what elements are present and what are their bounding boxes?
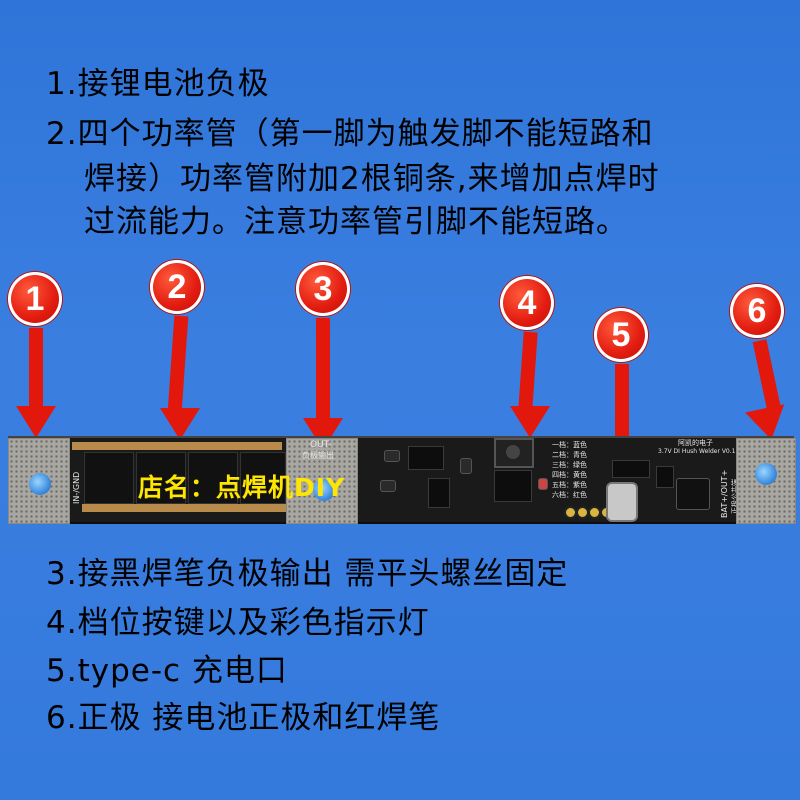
gear-button[interactable] [494,438,534,468]
arrow-2-head [160,408,200,440]
shop-name: 店名：点焊机DIY [138,473,346,502]
arrow-4-shaft [518,331,538,411]
mosfet-2 [136,452,186,504]
gear-label: 二档：青色 [552,451,587,459]
note-6: 6.正极 接电池正极和红焊笔 [46,700,441,736]
gear-label: 四档：黄色 [552,471,587,479]
mount-hole-right [755,463,777,485]
gear-label: 三档：绿色 [552,461,587,469]
pad-positive [736,438,796,524]
note-2: 2.四个功率管（第一脚为触发脚不能短路和 [46,116,654,152]
label-out: OUT- [310,440,332,450]
power-inductor [676,478,710,510]
ic-chip-2 [428,478,450,508]
capacitor-1 [384,450,400,462]
capacitor-2 [380,480,396,492]
note-4: 4.档位按键以及彩色指示灯 [46,605,430,641]
mcu-chip [494,470,532,502]
mosfet-3 [188,452,238,504]
regulator-chip [656,466,674,488]
arrow-1-head [16,406,56,438]
arrow-2-shaft [167,315,189,413]
usb-c-port[interactable] [606,482,638,522]
mount-hole-out [313,479,335,501]
copper-strip-top [72,442,282,450]
arrow-4-head [510,406,550,438]
gear-label: 一档：蓝色 [552,441,587,449]
mount-hole-left [29,473,51,495]
capacitor-3 [460,458,472,474]
marker-2: 2 [150,260,204,314]
note-1: 1.接锂电池负极 [46,66,270,102]
mosfet-1 [84,452,134,504]
version-text: 3.7V DI Hush Welder V0.1 [658,448,736,455]
marker-1: 1 [8,272,62,326]
gear-label: 五档：紫色 [552,481,587,489]
ic-chip-1 [408,446,444,470]
note-2-cont-1: 焊接）功率管附加2根铜条,来增加点焊时 [84,161,660,197]
gear-button-cap [506,445,520,459]
pcb-board: IN-/GND OUT- 负极输出 店名：点焊机DIY 一档：蓝色 二 [8,436,796,524]
marker-4: 4 [500,276,554,330]
label-out-sub: 负极输出 [302,451,334,460]
marker-3: 3 [296,262,350,316]
note-3: 3.接黑焊笔负极输出 需平头螺丝固定 [46,556,569,592]
brand-text: 阿凯的电子 [678,439,713,447]
note-2-cont-2: 过流能力。注意功率管引脚不能短路。 [84,204,628,240]
pad-negative-in [8,438,70,524]
arrow-1-shaft [29,328,43,410]
copper-strip-bottom [82,504,292,512]
marker-5: 5 [594,308,648,362]
indicator-led [538,478,548,490]
pad-out-negative [286,438,358,524]
gear-label: 六档：红色 [552,491,587,499]
label-in-gnd: IN-/GND [72,471,81,504]
marker-6: 6 [730,284,784,338]
arrow-3-shaft [316,318,330,422]
charge-chip [612,460,650,478]
arrow-6-shaft [752,339,782,413]
label-bat: BAT+/OUT+ [720,469,729,518]
mosfet-4 [240,452,286,504]
gear-label-list: 一档：蓝色 二档：青色 三档：绿色 四档：黄色 五档：紫色 六档：红色 [552,440,587,500]
note-5: 5.type-c 充电口 [46,653,288,689]
arrow-5-shaft [615,364,629,440]
board-area: 1 2 3 4 5 6 IN-/GND OUT- [0,250,800,550]
